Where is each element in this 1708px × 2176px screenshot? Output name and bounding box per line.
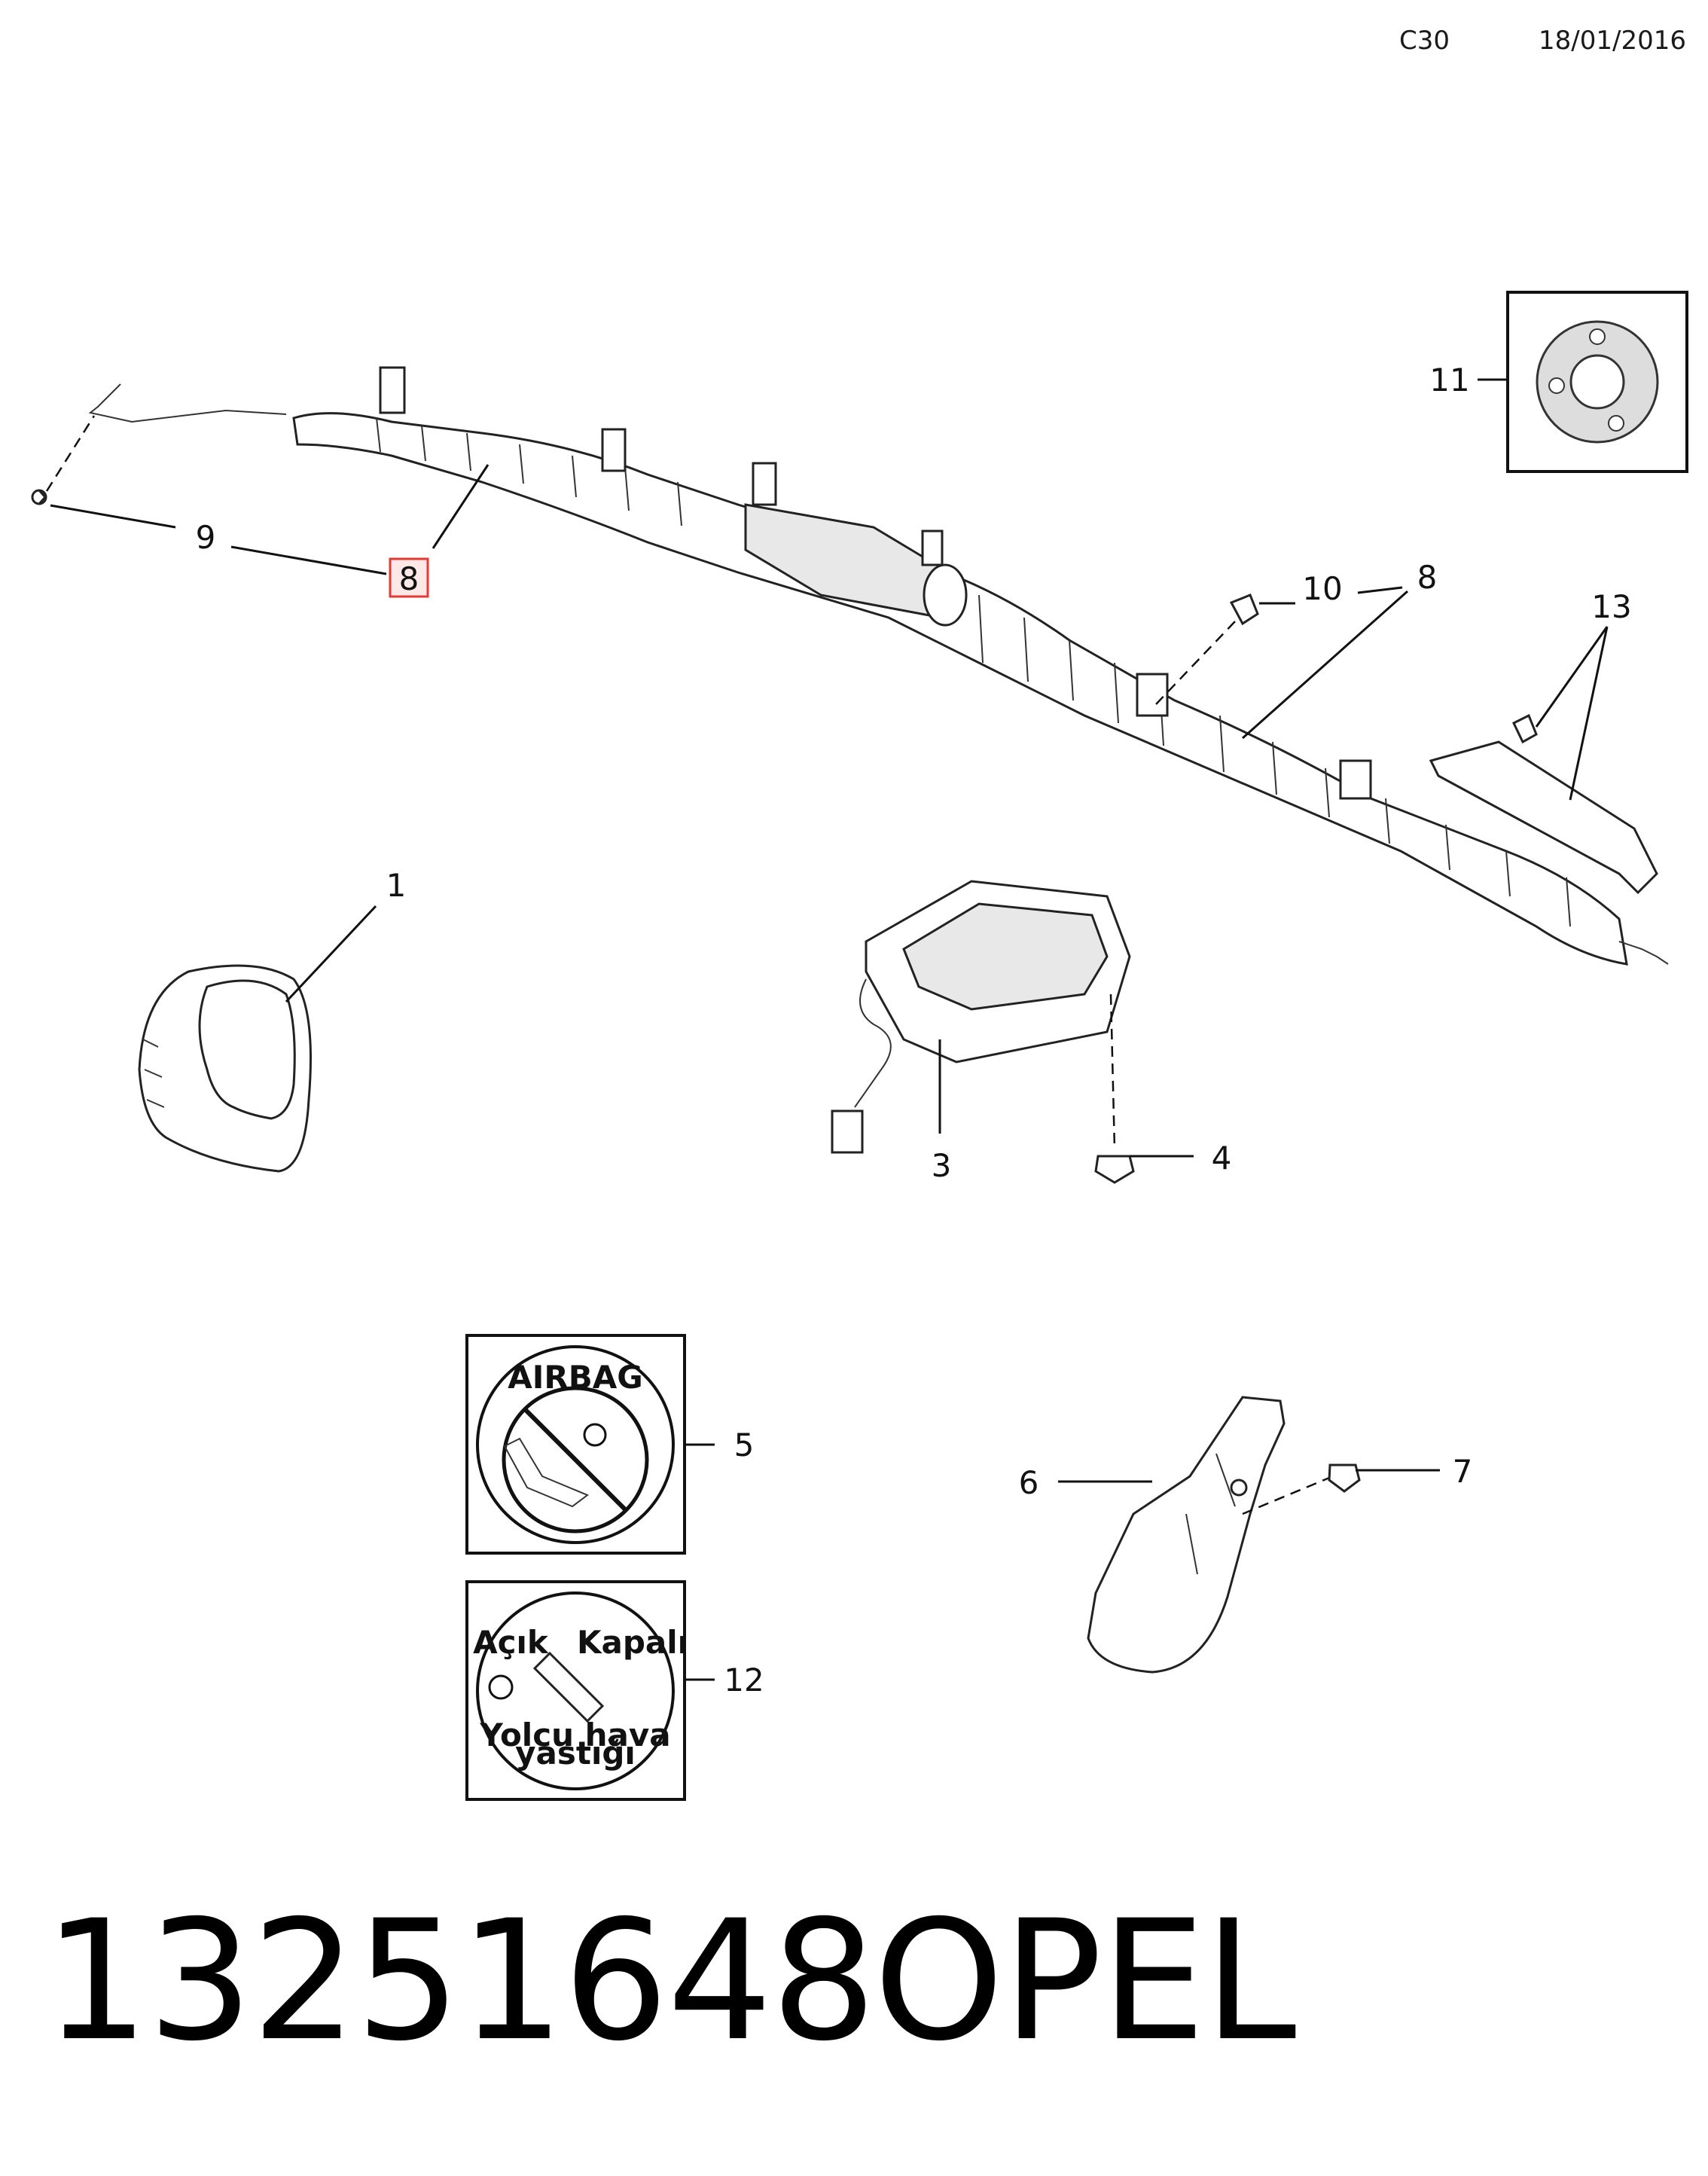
leader-lines xyxy=(50,378,1609,1681)
nut-4-body xyxy=(1094,1155,1135,1184)
nut-part-4 xyxy=(1094,1155,1135,1184)
bolt-hex xyxy=(38,490,47,505)
passenger-airbag-harness xyxy=(854,978,892,1108)
trim-clip xyxy=(1512,713,1538,744)
callout-13: 13 xyxy=(1591,588,1631,625)
curtain-tube xyxy=(292,412,1628,966)
label-5-airbag-person-icon xyxy=(583,1423,607,1447)
callout-9: 9 xyxy=(196,519,216,556)
leader-8a xyxy=(432,464,490,549)
callout-12: 12 xyxy=(724,1662,764,1698)
knee-airbag-part-6 xyxy=(1087,1396,1334,1674)
leader-13b xyxy=(1569,626,1609,801)
nut-part-7 xyxy=(1328,1463,1361,1493)
label-12-caption-line1: Yolcu hava xyxy=(479,1717,670,1753)
leader-9 xyxy=(50,504,176,529)
bracket-2 xyxy=(601,428,627,472)
callouts: 9 8 10 8 13 11 1 3 4 5 6 7 12 xyxy=(196,362,1632,1698)
callout-7: 7 xyxy=(1453,1453,1473,1490)
curtain-wrap-bands xyxy=(376,417,1571,927)
footer-part-number: 13251648 xyxy=(44,1885,877,2077)
nut-4-axis xyxy=(1109,993,1116,1149)
steering-airbag-cover xyxy=(198,979,296,1120)
curtain-airbag xyxy=(88,366,1669,966)
label-12-caption-line2: yastığı xyxy=(515,1735,636,1772)
bracket-6 xyxy=(1339,759,1372,800)
callout-5: 5 xyxy=(734,1427,755,1463)
curtain-rear-tether xyxy=(88,383,287,423)
inflator-cap xyxy=(923,563,968,627)
callout-8-highlight xyxy=(389,557,429,598)
label-5-airbag-text: AIRBAG xyxy=(508,1359,642,1396)
footer-brand: OPEL xyxy=(874,1885,1296,2077)
label-5-child-seat-icon xyxy=(503,1437,589,1508)
nut-7-body xyxy=(1328,1463,1361,1493)
passenger-airbag-connector xyxy=(831,1109,864,1154)
callout-4: 4 xyxy=(1212,1140,1232,1177)
leader-8b xyxy=(1242,590,1408,740)
callout-11: 11 xyxy=(1429,362,1469,398)
grommet-inner xyxy=(1569,354,1625,410)
clip-part-10 xyxy=(1155,594,1259,705)
label-12-off-text: Kapalı xyxy=(577,1624,688,1661)
callout-3: 3 xyxy=(932,1147,952,1184)
leader-13a xyxy=(1535,626,1609,728)
leader-1 xyxy=(285,905,377,1003)
callout-6: 6 xyxy=(1019,1464,1039,1501)
label-12-on-text: Açık xyxy=(473,1624,549,1661)
passenger-airbag-part-3 xyxy=(831,880,1131,1154)
label-part-5: AIRBAG xyxy=(465,1334,686,1555)
bracket-1 xyxy=(379,366,406,414)
steering-airbag-part-1 xyxy=(138,964,312,1173)
bolt-part-9 xyxy=(31,415,96,505)
knee-airbag-stud xyxy=(1230,1479,1248,1497)
label-12-disabled-icon xyxy=(488,1674,514,1700)
bracket-5 xyxy=(1136,673,1169,717)
curtain-front-end xyxy=(1618,941,1669,965)
passenger-airbag-door xyxy=(902,902,1109,1011)
knee-airbag-body xyxy=(1087,1396,1286,1674)
label-part-12: Açık Kapalı Yolcu hava yastığı xyxy=(465,1580,688,1801)
grommet-hole-1 xyxy=(1589,328,1606,345)
grommet-hole-2 xyxy=(1548,377,1565,394)
clip-10-axis xyxy=(1155,621,1236,705)
inset-part-11 xyxy=(1506,291,1688,473)
knee-airbag-ribs xyxy=(1185,1453,1236,1575)
label-12-key-switch-icon xyxy=(532,1651,605,1723)
leader-8a-left xyxy=(230,545,387,575)
callout-8: 8 xyxy=(1417,559,1438,596)
callout-1: 1 xyxy=(386,867,407,904)
bracket-4 xyxy=(921,530,944,566)
bolt-9-axis xyxy=(45,415,96,492)
diagram-code: C30 xyxy=(1399,26,1450,56)
diagram-date: 18/01/2016 xyxy=(1539,26,1686,56)
leader-10-8 xyxy=(1357,586,1403,594)
trim-panel xyxy=(1429,740,1658,895)
curtain-inflator xyxy=(744,503,950,619)
trim-part-13 xyxy=(1429,713,1658,895)
label-5-prohibition-bar xyxy=(523,1407,628,1512)
callout-10: 10 xyxy=(1302,570,1342,607)
grommet-hole-3 xyxy=(1608,415,1624,432)
steering-airbag-switches xyxy=(142,1039,165,1108)
callout-8-highlighted: 8 xyxy=(399,560,419,597)
bracket-3 xyxy=(752,462,777,506)
clip-10-body xyxy=(1229,594,1259,626)
